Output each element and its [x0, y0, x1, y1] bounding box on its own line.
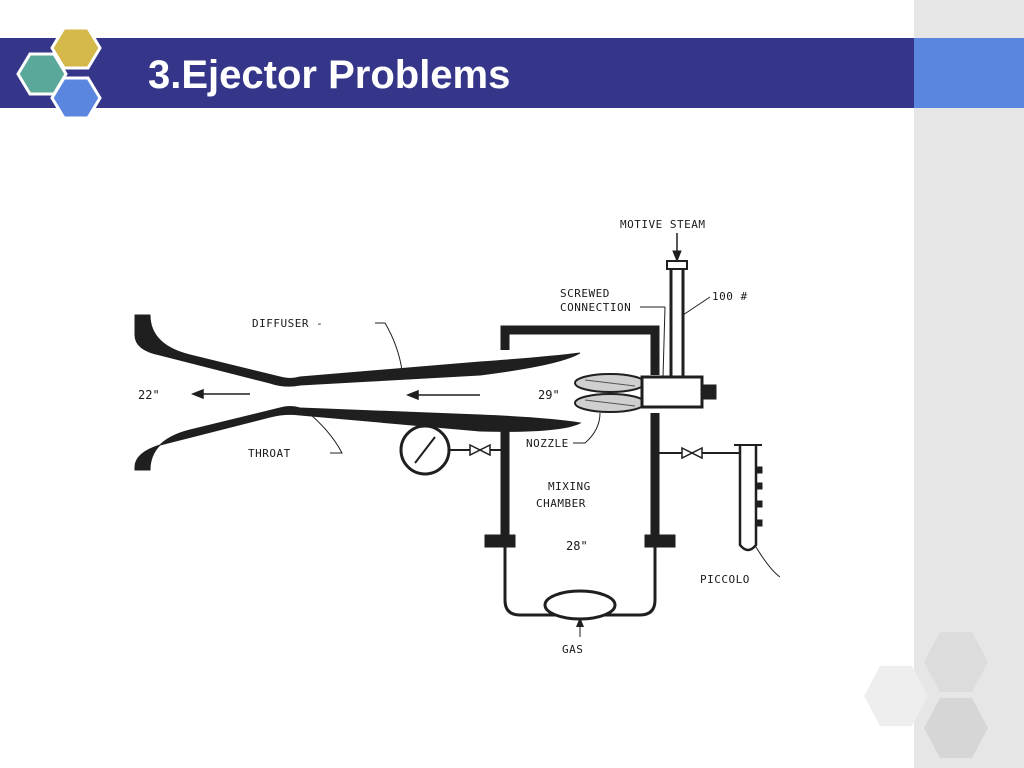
mixing-label: MIXING — [548, 480, 591, 493]
motive-steam-label: MOTIVE STEAM — [620, 218, 705, 231]
diffuser-lower-wall — [134, 406, 582, 471]
diffuser-upper-wall — [134, 314, 581, 387]
chamber-label: CHAMBER — [536, 497, 586, 510]
title-bar — [0, 38, 914, 108]
piccolo-tube — [738, 445, 758, 552]
slide-title: 3.Ejector Problems — [148, 53, 511, 97]
piccolo-label: PICCOLO — [700, 573, 750, 586]
chamber-top-wall — [500, 325, 660, 375]
diffuser-label: DIFFUSER - — [252, 317, 323, 330]
hexagon-logo-icon — [16, 26, 102, 120]
outlet-vacuum-label: 22" — [138, 388, 160, 402]
throat-label: THROAT — [248, 447, 291, 460]
connection-label: CONNECTION — [560, 301, 631, 314]
title-bar-accent — [914, 38, 1024, 108]
screwed-label: SCREWED — [560, 287, 610, 300]
chamber-vacuum-label: 28" — [566, 539, 588, 553]
nozzle-label: NOZZLE — [526, 437, 569, 450]
gas-label: GAS — [562, 643, 583, 656]
ejector-diagram: MOTIVE STEAM 100 # SCREWED CONNECTION DI… — [134, 218, 780, 656]
decorative-hexagons-icon — [864, 632, 988, 758]
pressure-label: 100 # — [712, 290, 748, 303]
nozzle-vacuum-label: 29" — [538, 388, 560, 402]
